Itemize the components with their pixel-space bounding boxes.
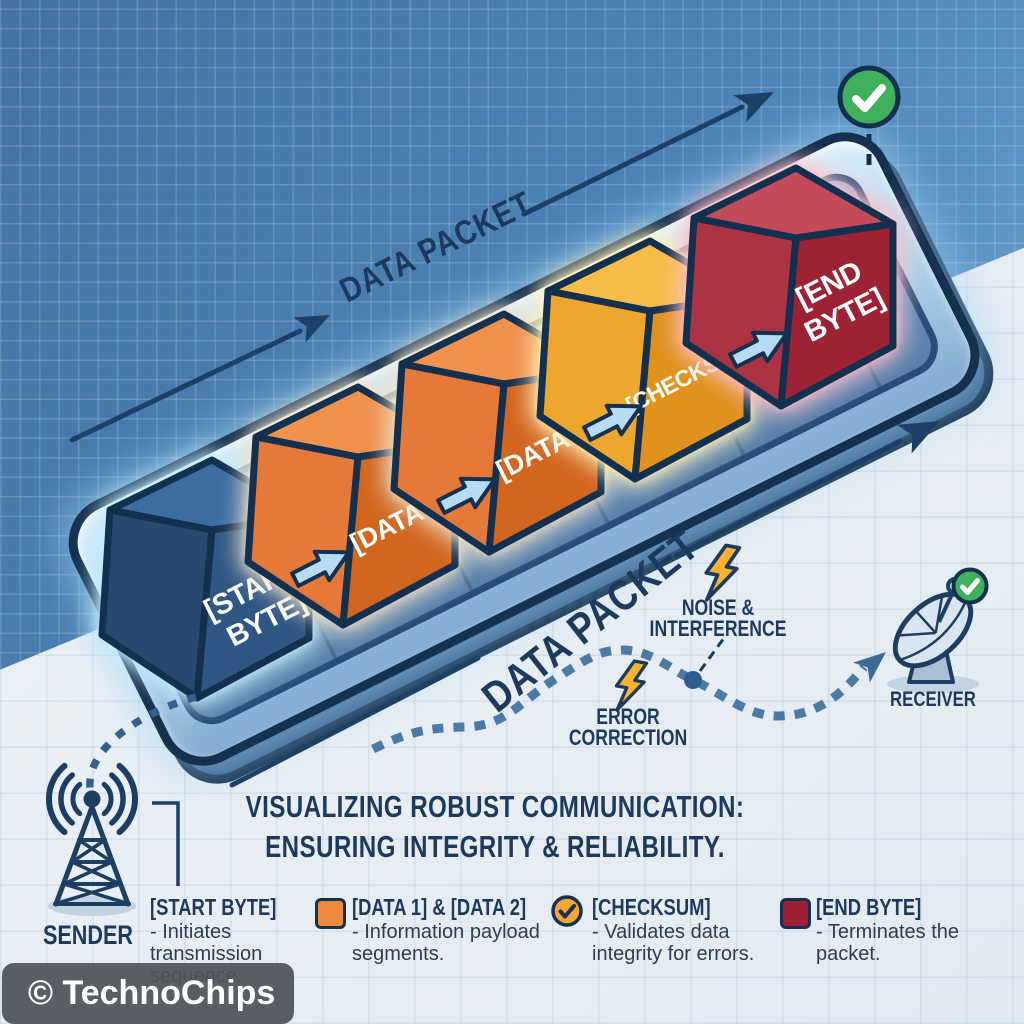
block-arrow-icon	[436, 476, 497, 515]
legend-heading-data: [DATA 1] & [DATA 2]	[352, 894, 527, 920]
watermark-badge: © TechnoChips	[2, 963, 294, 1024]
block-arrow-icon	[728, 330, 789, 369]
transmission-wave-arrowhead	[853, 652, 886, 683]
title-line1: VISUALIZING ROBUST COMMUNICATION:	[245, 789, 745, 824]
error-correction-label: ERROR CORRECTION	[548, 704, 708, 750]
page-title: VISUALIZING ROBUST COMMUNICATION: ENSURI…	[175, 787, 815, 867]
tray-to-sender-dash	[86, 693, 197, 793]
title-line2: ENSURING INTEGRITY & RELIABILITY.	[265, 829, 725, 864]
block-arrow-icon	[290, 549, 351, 588]
cube-right-face	[777, 220, 897, 410]
transmission-wave-path	[371, 645, 868, 754]
legend-heading-end-byte: [END BYTE]	[816, 894, 922, 920]
noise-hit-dot	[684, 671, 702, 689]
check-circle-icon	[951, 567, 989, 605]
bottom-route-arrow	[229, 421, 940, 788]
sender-legend-bracket	[152, 801, 180, 886]
noise-interference-label: NOISE & INTERFERENCE	[634, 595, 802, 641]
legend-desc-end-byte: - Terminates the packet.	[816, 921, 960, 965]
check-circle-icon	[837, 65, 901, 129]
red-square-icon	[780, 898, 811, 929]
legend-desc-data: - Information payload segments.	[352, 921, 540, 965]
error-label-line2: CORRECTION	[568, 725, 688, 750]
legend-heading-start-byte: [START BYTE]	[150, 894, 277, 920]
lightning-bolt-icon	[704, 543, 742, 602]
error-label-line1: ERROR	[596, 704, 660, 729]
orange-square-icon	[315, 898, 346, 929]
legend-desc-checksum: - Validates data integrity for errors.	[592, 921, 755, 965]
block-arrow-icon	[582, 403, 643, 442]
receiver-label: RECEIVER	[890, 688, 976, 711]
noise-label-line2: INTERFERENCE	[649, 616, 787, 641]
checksum-legend-icon	[551, 895, 583, 927]
cube-left-face	[98, 506, 216, 702]
data-packet-label-top: DATA PACKET	[333, 183, 538, 309]
radio-tower-icon	[45, 762, 139, 916]
noise-pointer-line	[698, 637, 726, 672]
top-route-arrow	[69, 92, 774, 443]
sender-label: SENDER	[42, 920, 134, 950]
lightning-bolt-icon	[614, 659, 649, 712]
noise-label-line1: NOISE &	[681, 595, 755, 620]
legend-heading-checksum: [CHECKSUM]	[592, 894, 711, 920]
